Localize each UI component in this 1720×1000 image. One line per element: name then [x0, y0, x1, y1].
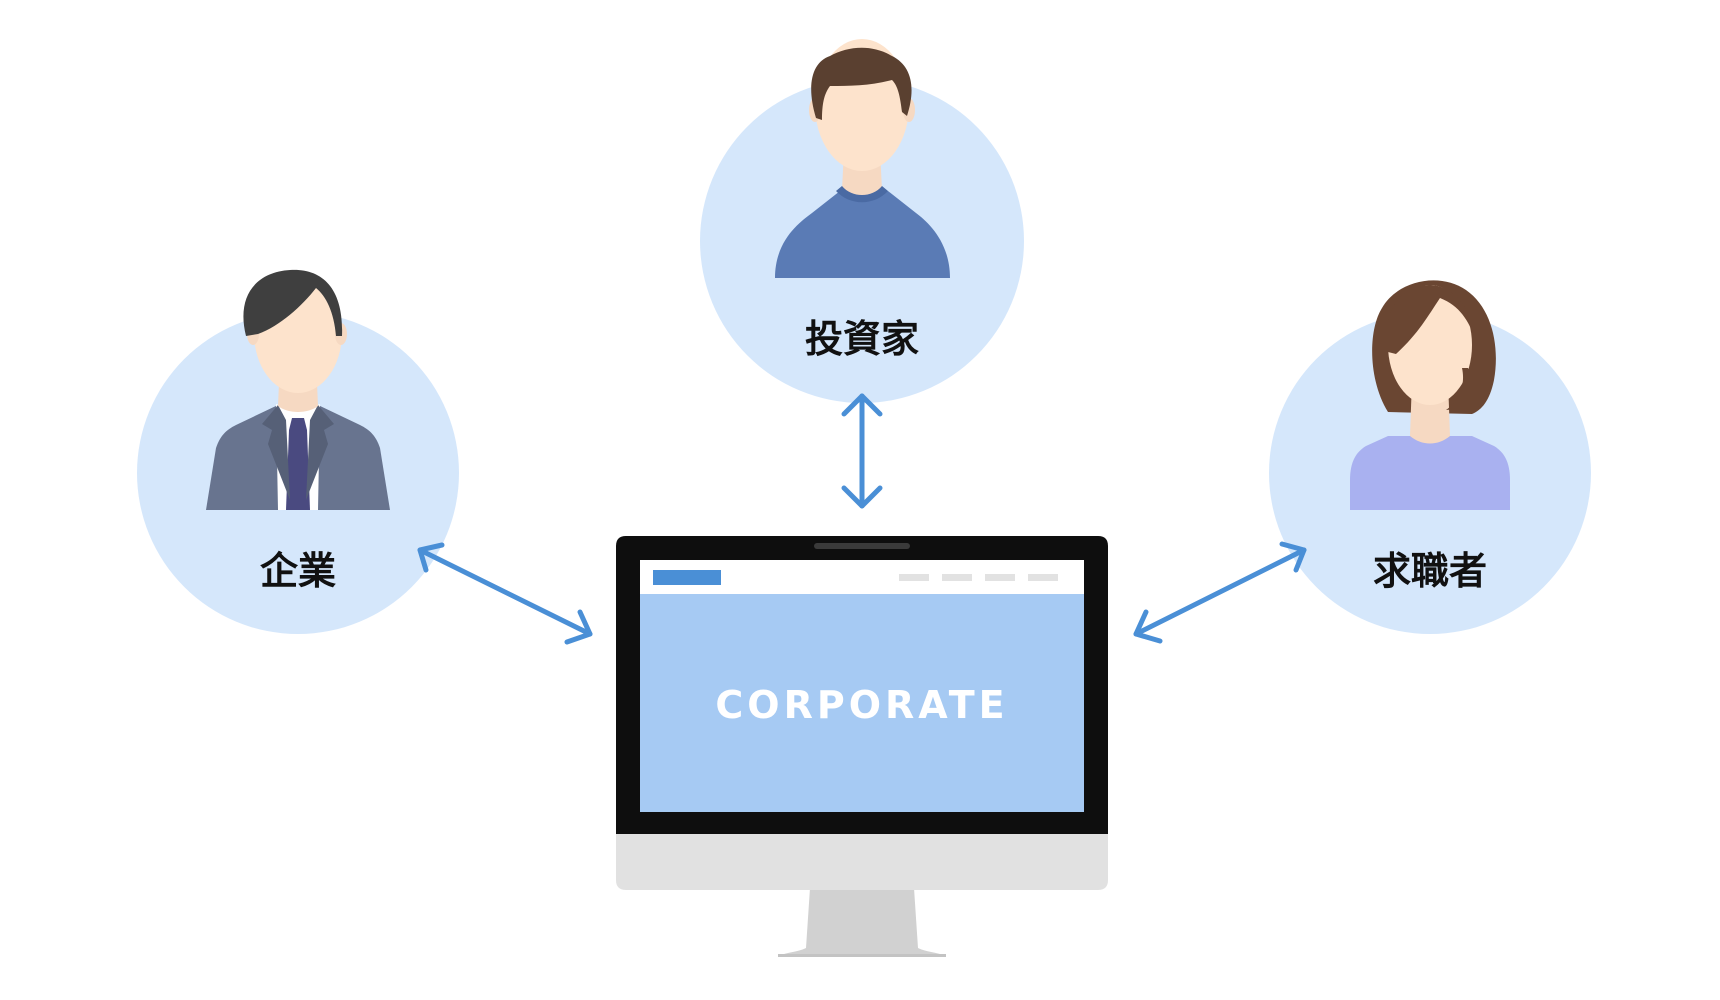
company-label: 企業: [260, 549, 336, 593]
job-seeker-node: 求職者: [1269, 280, 1591, 634]
desktop-monitor-icon: CORPORATE: [616, 536, 1108, 957]
woman-icon: [1350, 280, 1510, 510]
website-logo-bar: [653, 570, 721, 585]
arrow-company-monitor: [417, 542, 593, 645]
investor-body: [775, 191, 950, 278]
arrow-job-seeker-monitor: [1133, 541, 1307, 644]
website-nav-item: [899, 574, 929, 581]
company-node: 企業: [137, 269, 459, 634]
monitor-stand: [778, 888, 946, 956]
website-nav-item: [985, 574, 1015, 581]
man-icon: [775, 39, 950, 278]
investor-node: 投資家: [700, 39, 1024, 403]
businessman-icon: [206, 269, 390, 510]
website-nav-item: [1028, 574, 1058, 581]
job-seeker-label: 求職者: [1373, 549, 1487, 593]
arrow-investor-monitor: [841, 393, 883, 509]
screen-title: CORPORATE: [715, 683, 1008, 727]
monitor-screen: [640, 560, 1084, 812]
website-nav-item: [942, 574, 972, 581]
monitor-chin: [616, 834, 1108, 890]
investor-label: 投資家: [805, 317, 919, 361]
